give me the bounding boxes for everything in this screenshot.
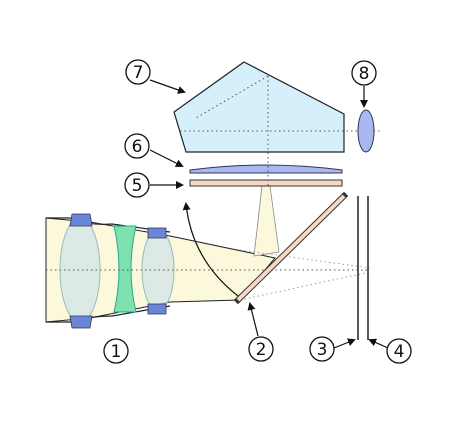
- callout-3-leader: [333, 338, 356, 349]
- reflex-mirror-face: [236, 194, 346, 302]
- rear-lens-element: [141, 229, 175, 311]
- prism-internal-ray: [195, 75, 269, 119]
- callout-1-label: 1: [111, 342, 122, 362]
- callout-7-label: 7: [133, 63, 144, 83]
- focusing-screen: [189, 179, 343, 187]
- mirror-flip-arrow: [182, 202, 239, 297]
- callout-5-label: 5: [132, 176, 143, 196]
- callout-2: 2: [248, 336, 274, 362]
- callout-6-label: 6: [132, 137, 143, 157]
- callout-5: 5: [124, 172, 150, 198]
- front-lens-top-cap: [69, 213, 93, 227]
- front-lens-bottom-cap: [69, 315, 93, 329]
- callout-6-leader: [149, 149, 184, 167]
- ray-to-sensor-upper: [239, 249, 371, 269]
- callout-8-label: 8: [359, 64, 370, 84]
- reflected-beam: [253, 185, 280, 257]
- condenser-lens: [189, 164, 343, 174]
- front-lens-element: [59, 217, 101, 323]
- rear-lens-top-cap: [147, 227, 167, 239]
- callout-4: 4: [386, 338, 412, 364]
- callout-3: 3: [309, 336, 335, 362]
- callout-2-leader: [247, 302, 259, 337]
- callout-4-label: 4: [394, 342, 405, 362]
- rear-lens-bottom-cap: [147, 303, 167, 315]
- eyepiece-lens: [357, 109, 375, 153]
- callout-7: 7: [125, 59, 151, 85]
- callout-4-leader: [368, 338, 389, 349]
- callout-2-label: 2: [256, 340, 267, 360]
- callout-8: 8: [351, 60, 377, 86]
- middle-lens-element: [113, 225, 137, 313]
- callout-1: 1: [103, 338, 129, 364]
- pentaprism: [173, 61, 345, 153]
- callout-3-label: 3: [317, 340, 328, 360]
- callout-6: 6: [124, 133, 150, 159]
- callout-7-leader: [149, 79, 186, 94]
